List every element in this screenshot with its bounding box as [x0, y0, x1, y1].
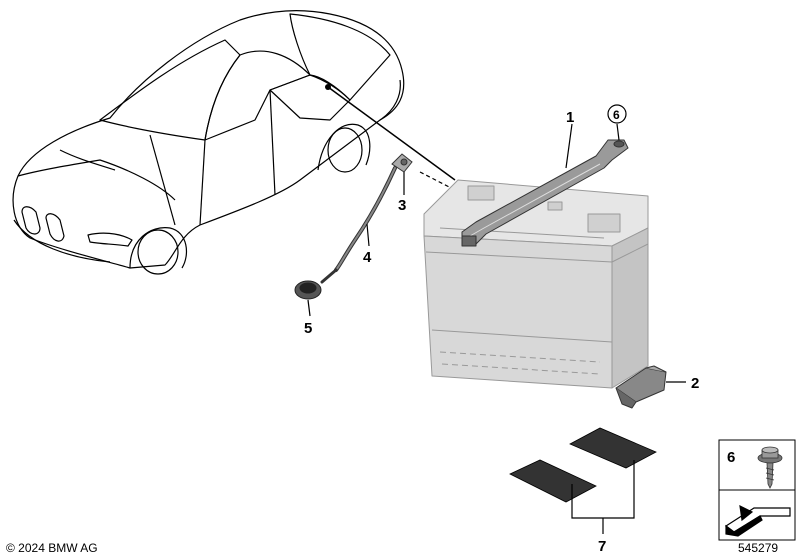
leader-lines: [307, 123, 686, 534]
arrow-icon: [724, 504, 791, 537]
location-leader-line-dashed: [419, 171, 456, 191]
battery: [423, 179, 649, 389]
svg-text:1: 1: [566, 109, 574, 126]
callout-1: 1: [566, 109, 574, 126]
car-outline: [12, 10, 405, 275]
foam-pad-upper: [569, 427, 657, 469]
svg-text:3: 3: [398, 197, 406, 214]
battery-holder-bracket: [461, 139, 629, 247]
location-leader-line: [327, 86, 456, 181]
callout-6-circled: 6: [607, 104, 627, 124]
copyright-text: © 2024 BMW AG: [6, 541, 98, 555]
grommet: [294, 280, 322, 300]
foam-pads: [509, 427, 657, 503]
clamping-plate: [615, 365, 667, 409]
ground-cable: [320, 166, 397, 284]
svg-text:6: 6: [613, 108, 620, 122]
svg-text:2: 2: [691, 375, 699, 392]
callout-3: 3: [398, 197, 406, 214]
svg-text:7: 7: [598, 538, 606, 555]
callout-4: 4: [363, 249, 372, 266]
foam-pad-lower: [509, 459, 597, 503]
callout-7: 7: [598, 538, 606, 555]
callout-2: 2: [691, 375, 699, 392]
svg-text:5: 5: [304, 320, 312, 337]
callout-5: 5: [304, 320, 312, 337]
screw-icon: [757, 446, 783, 489]
svg-text:6: 6: [727, 449, 735, 466]
legend-box: 6: [718, 439, 796, 541]
diagram-number: 545279: [738, 541, 779, 555]
cable-connector: [391, 153, 413, 173]
svg-text:4: 4: [363, 249, 372, 266]
